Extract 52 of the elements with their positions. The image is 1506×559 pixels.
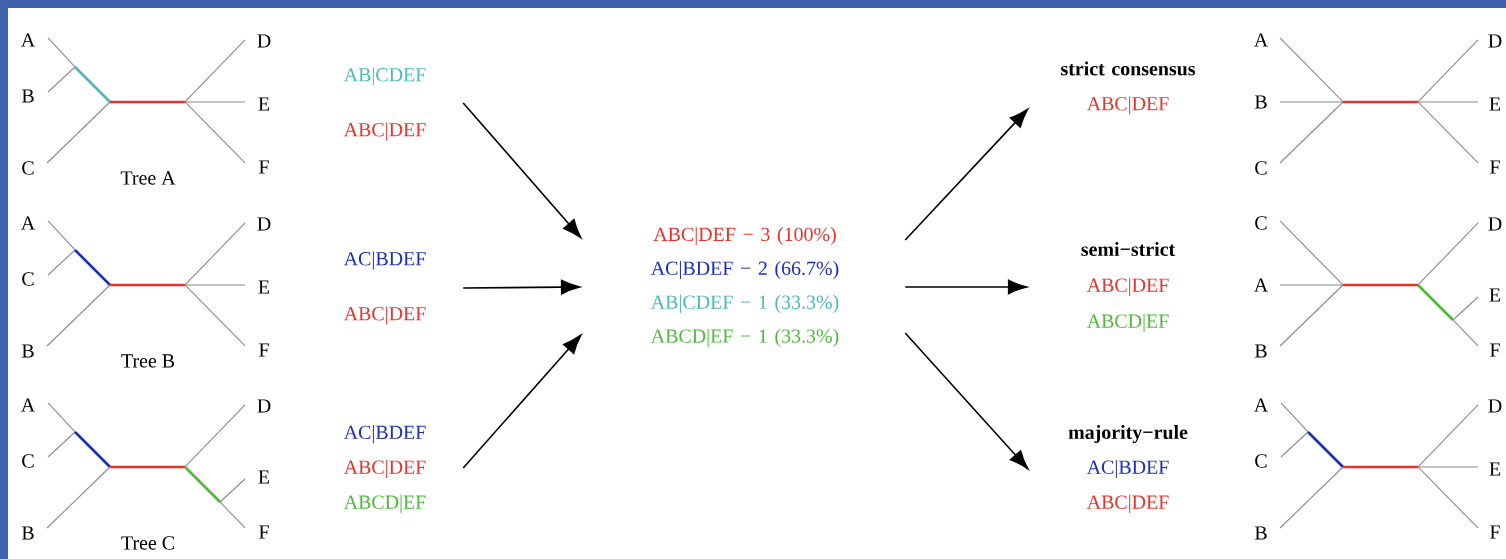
leaf-label: D bbox=[257, 399, 271, 413]
leaf-label: C bbox=[1255, 454, 1267, 468]
leaf-label: B bbox=[21, 526, 34, 540]
leaf-label: E bbox=[258, 470, 270, 484]
leaf-label: A bbox=[1254, 278, 1269, 292]
consensus-result: semi−strict ABC|DEF ABCD|EF bbox=[1081, 242, 1176, 332]
leaf-label: B bbox=[1254, 344, 1267, 358]
leaf-label: B bbox=[21, 89, 34, 103]
leaf-label: C bbox=[22, 161, 34, 175]
tree-label: Tree B bbox=[121, 354, 175, 368]
leaf-label: E bbox=[258, 97, 270, 111]
split-list: AB|CDEF ABC|DEF bbox=[343, 67, 426, 141]
arrow bbox=[462, 334, 582, 469]
leaf-label: E bbox=[1489, 462, 1501, 476]
leaf-label: E bbox=[258, 280, 270, 294]
tree-label: Tree C bbox=[121, 536, 174, 550]
split-tally: ABC|DEF − 3 (100%) AC|BDEF − 2 (66.7%) AB|CDEF − 1 (33.3%) ABCD|EF − 1 (33.3%) bbox=[650, 227, 839, 347]
leaf-label: D bbox=[1488, 217, 1502, 231]
split-list: AC|BDEF ABC|DEF ABCD|EF bbox=[343, 425, 426, 513]
consensus-result: strict consensus ABC|DEF bbox=[1061, 61, 1196, 115]
leaf-label: F bbox=[259, 160, 269, 174]
leaf-label: A bbox=[1254, 33, 1269, 47]
leaf-label: A bbox=[21, 398, 36, 412]
leaf-label: D bbox=[257, 217, 271, 231]
leaf-label: D bbox=[257, 34, 271, 48]
leaf-label: E bbox=[1489, 288, 1501, 302]
split-list: AC|BDEF ABC|DEF bbox=[343, 251, 426, 325]
leaf-label: C bbox=[1255, 216, 1267, 230]
arrow bbox=[462, 102, 582, 239]
arrow bbox=[904, 332, 1029, 470]
arrow bbox=[904, 279, 1028, 295]
leaf-label: F bbox=[1490, 160, 1500, 174]
leaf-label: D bbox=[1488, 399, 1502, 413]
leaf-label: F bbox=[259, 525, 269, 539]
leaf-label: C bbox=[1255, 161, 1267, 175]
leaf-label: B bbox=[1254, 95, 1267, 109]
leaf-label: B bbox=[21, 344, 34, 358]
leaf-label: C bbox=[22, 454, 34, 468]
leaf-label: A bbox=[21, 33, 36, 47]
arrow bbox=[904, 108, 1029, 241]
leaf-label: D bbox=[1488, 34, 1502, 48]
tree-label: Tree A bbox=[120, 171, 176, 185]
leaf-label: A bbox=[1254, 398, 1269, 412]
leaf-label: E bbox=[1489, 97, 1501, 111]
consensus-result: majority−rule AC|BDEF ABC|DEF bbox=[1068, 425, 1188, 513]
leaf-label: F bbox=[1490, 343, 1500, 357]
leaf-label: C bbox=[22, 272, 34, 286]
leaf-label: F bbox=[1490, 525, 1500, 539]
leaf-label: B bbox=[1254, 526, 1267, 540]
leaf-label: A bbox=[21, 216, 36, 230]
leaf-label: F bbox=[259, 343, 269, 357]
arrow bbox=[462, 279, 581, 295]
